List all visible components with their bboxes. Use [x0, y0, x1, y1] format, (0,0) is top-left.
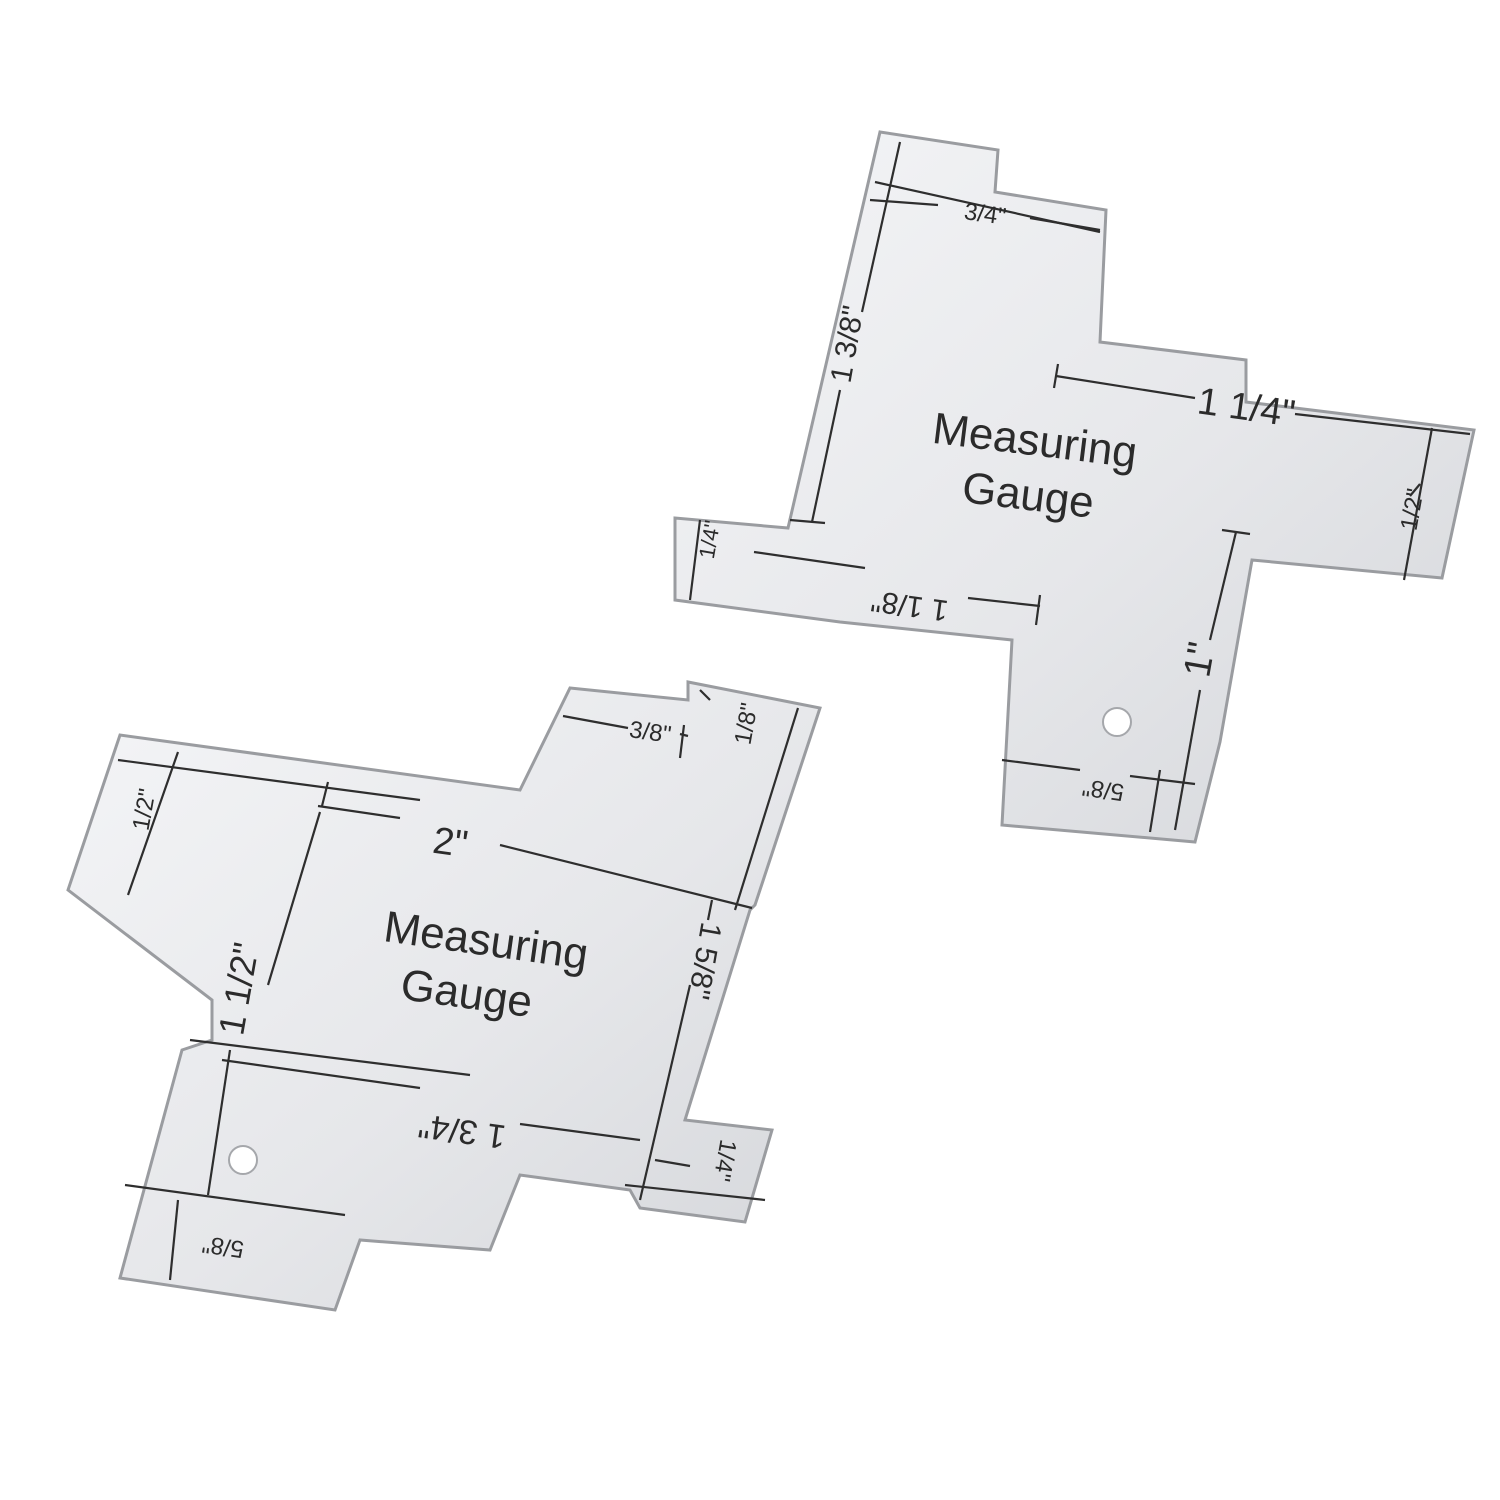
gauge-top-label-one: 1" [1176, 639, 1223, 680]
gauge-top-plate [673, 130, 1476, 844]
gauge-bottom-hang-hole [228, 1145, 258, 1175]
gauge-bottom-guide-lines [117, 689, 800, 1281]
gauge-bottom: Measuring Gauge 3/8" 1/8" 1/2" 2" 1 5/8"… [66, 680, 822, 1312]
gauge-top-hang-hole [1102, 707, 1132, 737]
gauge-top-label-five-eighths: 5/8" [1081, 773, 1126, 806]
gauge-top-guide-lines [688, 141, 1471, 833]
gauge-bottom-label-five-eighths: 5/8" [200, 1230, 245, 1263]
gauge-top: Measuring Gauge 3/4" 1 3/8" 1 1/4" 1/2" … [673, 130, 1476, 844]
gauge-top-label-three-quarter: 3/4" [962, 198, 1007, 231]
gauge-bottom-label-three-eighths: 3/8" [628, 716, 673, 749]
gauge-bottom-label-two: 2" [430, 820, 470, 866]
